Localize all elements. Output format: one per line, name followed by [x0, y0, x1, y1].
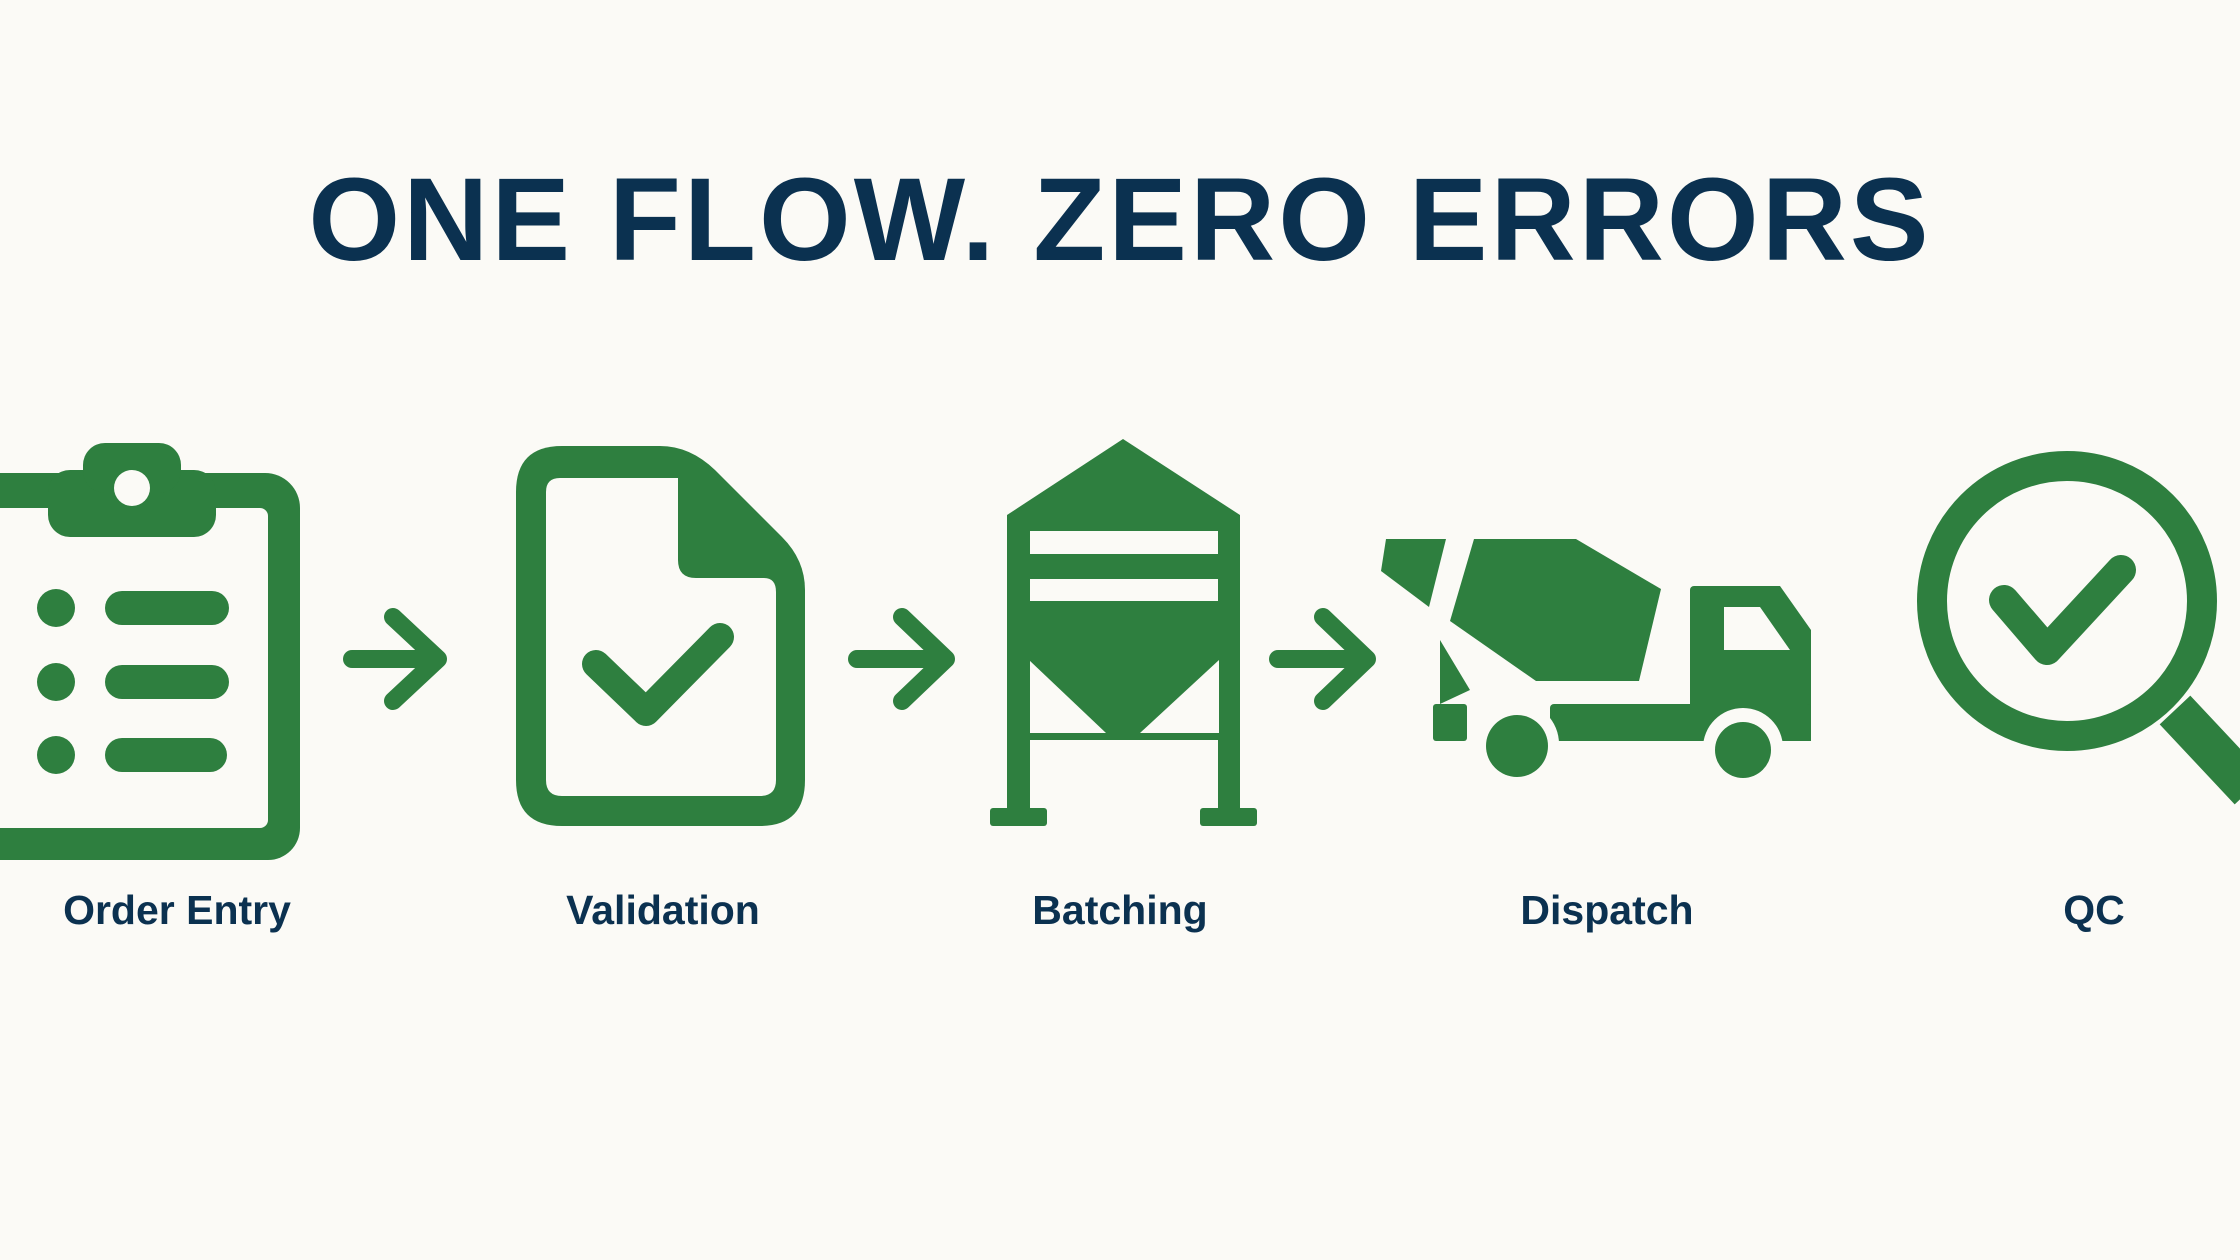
magnifier-check-icon: [1917, 451, 2240, 805]
arrow-right-icon: [1269, 608, 1376, 710]
step-label-batching: Batching: [1032, 887, 1208, 933]
step-label-order-entry: Order Entry: [63, 887, 291, 933]
document-check-icon: [516, 446, 805, 826]
arrow-right-icon: [343, 608, 447, 710]
step-label-dispatch: Dispatch: [1520, 887, 1694, 933]
silo-icon: [990, 439, 1257, 826]
step-label-validation: Validation: [566, 887, 760, 933]
mixer-truck-icon: [1381, 539, 1811, 788]
clipboard-list-icon: [0, 443, 300, 860]
arrow-right-icon: [848, 608, 955, 710]
step-label-qc: QC: [2063, 887, 2125, 933]
page-title: ONE FLOW. ZERO ERRORS: [308, 154, 1932, 286]
check-icon: [582, 623, 734, 726]
